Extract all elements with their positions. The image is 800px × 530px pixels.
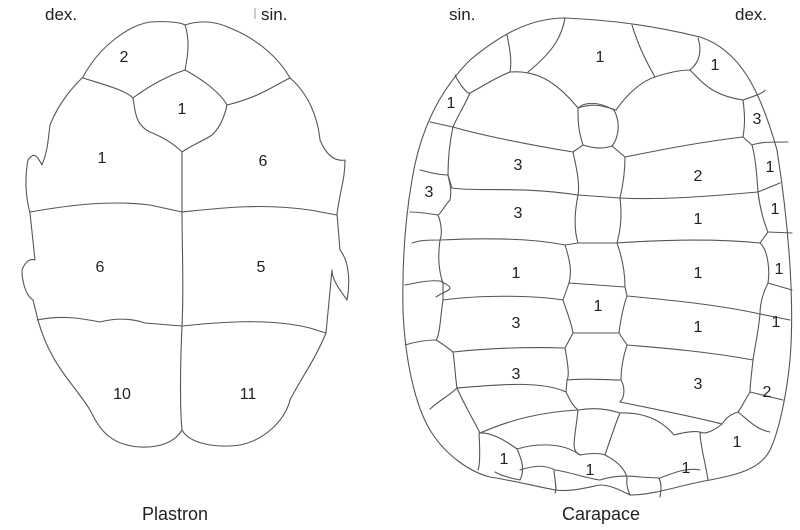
- carapace-orientation-left: sin.: [449, 5, 475, 24]
- plastron-orientation-left: dex.: [45, 5, 77, 24]
- scute-count-label: 10: [113, 386, 131, 403]
- scute-count-label: 3: [694, 376, 703, 393]
- plastron-caption: Plastron: [142, 504, 208, 524]
- scute-count-label: 1: [178, 101, 187, 118]
- scute-count-label: 1: [586, 462, 595, 479]
- scute-count-label: 6: [259, 153, 268, 170]
- scute-count-label: 1: [694, 265, 703, 282]
- scute-count-label: 1: [733, 434, 742, 451]
- carapace-outline: [402, 17, 793, 496]
- carapace-caption: Carapace: [562, 504, 640, 524]
- scute-count-label: 6: [96, 259, 105, 276]
- scute-count-label: 1: [500, 451, 509, 468]
- carapace-figure: 1 1 1 3 3 2 1 3 3 1 1 1 1 1 1 3 1 1 3 3 …: [402, 5, 793, 524]
- scute-count-label: 11: [240, 386, 257, 403]
- scute-count-label: 1: [447, 95, 456, 112]
- scute-count-label: 1: [594, 298, 603, 315]
- scute-count-label: 1: [775, 261, 784, 278]
- scute-count-label: 1: [711, 57, 720, 74]
- scute-count-label: 3: [425, 184, 434, 201]
- scute-count-label: 1: [596, 49, 605, 66]
- carapace-orientation-right: dex.: [735, 5, 767, 24]
- scute-count-label: 2: [763, 384, 772, 401]
- plastron-figure: 2 1 1 6 6 5 10 11 dex. sin. Plastron: [21, 5, 350, 524]
- scute-count-label: 2: [694, 168, 703, 185]
- scute-count-label: 1: [772, 314, 781, 331]
- plastron-orientation-right: sin.: [261, 5, 287, 24]
- scute-count-label: 1: [682, 460, 691, 477]
- scute-count-label: 3: [512, 315, 521, 332]
- scute-count-label: 1: [694, 211, 703, 228]
- scute-count-label: 1: [98, 150, 107, 167]
- scute-count-label: 3: [512, 366, 521, 383]
- scute-count-label: 1: [766, 159, 775, 176]
- scute-count-label: 1: [694, 319, 703, 336]
- scute-count-label: 3: [753, 111, 762, 128]
- scute-count-label: 2: [120, 49, 129, 66]
- scute-count-label: 1: [512, 265, 521, 282]
- scute-count-label: 3: [514, 157, 523, 174]
- plastron-outline: [21, 21, 350, 448]
- scute-count-label: 5: [257, 259, 266, 276]
- scute-count-label: 1: [771, 201, 780, 218]
- scute-count-label: 3: [514, 205, 523, 222]
